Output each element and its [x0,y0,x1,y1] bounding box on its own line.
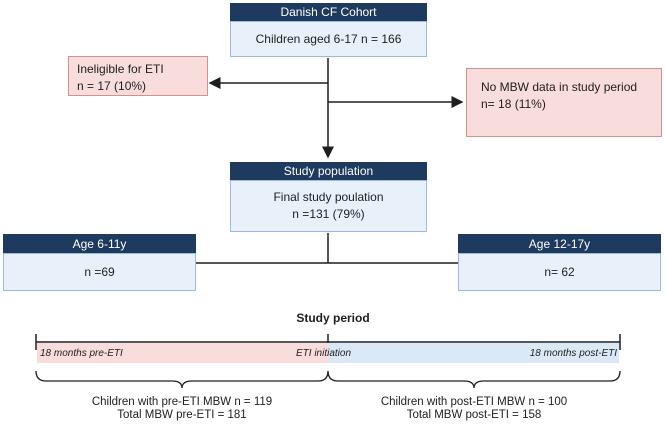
study-population-body: Final study poulation n =131 (79%) [230,180,427,232]
ineligible-label: Ineligible for ETI [77,62,164,76]
pre-eti-band [37,343,328,363]
no-mbw-count: n= 18 (11%) [481,97,546,111]
no-mbw-box: No MBW data in study period n= 18 (11%) [466,68,662,137]
age-young-header: Age 6-11y [3,234,196,253]
pre-eti-brace [35,370,329,389]
post-eti-band [328,343,619,363]
pre-eti-total: Total MBW pre-ETI = 181 [117,409,247,421]
age-old-body: n= 62 [458,253,661,291]
study-period-title: Study period [296,311,370,325]
ineligible-count: n = 17 (10%) [77,79,147,93]
study-population-count: n =131 (79%) [292,207,365,221]
post-eti-label: 18 months post-ETI [529,348,617,359]
cohort-header: Danish CF Cohort [230,3,427,21]
eti-initiation-label: ETI initiation [296,348,352,359]
study-population-header: Study population [230,162,427,180]
post-eti-children: Children with post-ETI MBW n = 100 [380,396,568,408]
post-eti-brace [327,370,621,389]
ineligible-box: Ineligible for ETI n = 17 (10%) [68,56,208,96]
pre-eti-label: 18 months pre-ETI [40,348,123,359]
post-eti-summary: Children with post-ETI MBW n = 100 Total… [328,396,620,422]
age-young-body: n =69 [3,253,196,291]
pre-eti-children: Children with pre-ETI MBW n = 119 [91,396,273,408]
age-old-header: Age 12-17y [458,234,661,253]
study-population-label: Final study poulation [273,190,384,204]
post-eti-total: Total MBW post-ETI = 158 [406,409,542,421]
cohort-body: Children aged 6-17 n = 166 [230,21,427,57]
pre-eti-summary: Children with pre-ETI MBW n = 119 Total … [36,396,328,422]
no-mbw-label: No MBW data in study period [481,80,638,94]
